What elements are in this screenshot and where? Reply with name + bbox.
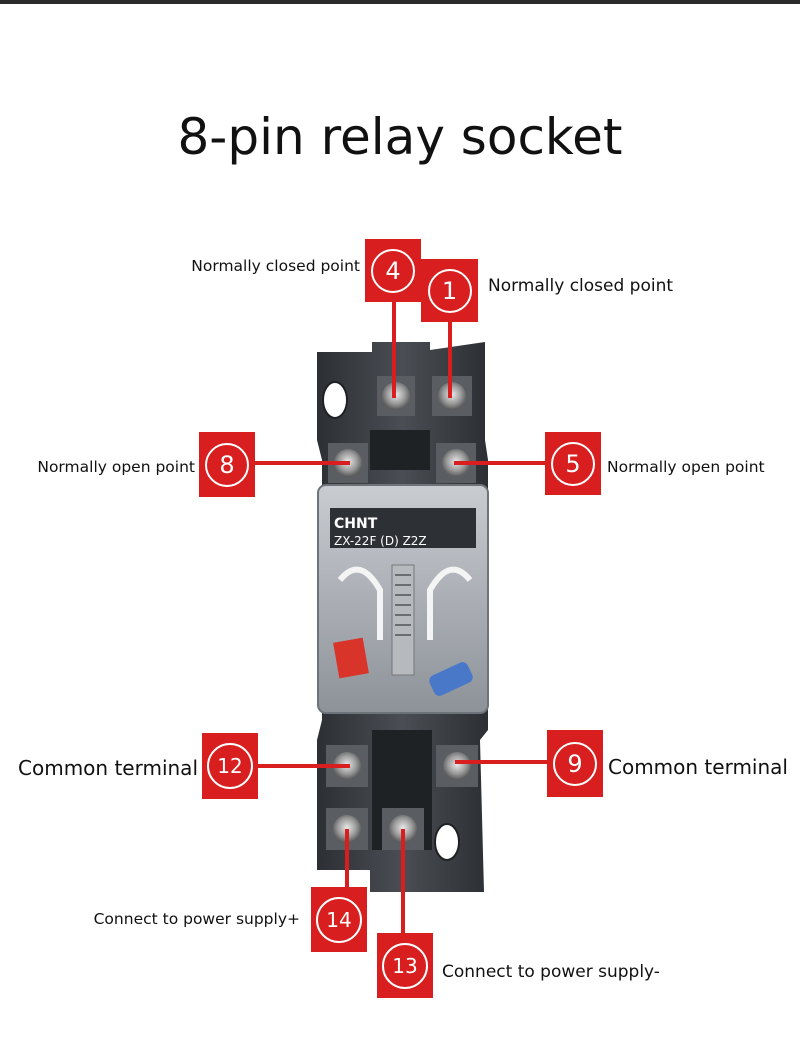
pin-number-13: 13 [382, 942, 428, 989]
pin-number-1: 1 [427, 268, 472, 313]
connector-line-9 [455, 760, 547, 764]
top-border [0, 0, 800, 4]
connector-line-12 [258, 764, 350, 768]
relay-model-text: ZX-22F (D) Z2Z [334, 534, 427, 548]
pin-badge-14: 14 [311, 887, 367, 952]
pin-label-1: Normally closed point [488, 276, 674, 296]
pin-badge-9: 9 [547, 730, 603, 797]
pin-label-5: Normally open point [607, 458, 765, 476]
connector-line-5 [454, 461, 546, 465]
pin-number-5: 5 [551, 441, 595, 486]
connector-line-13 [401, 829, 405, 933]
relay-brand-text: CHNT [334, 516, 378, 532]
pin-number-12: 12 [207, 743, 253, 789]
connector-line-14 [345, 829, 349, 889]
pin-number-9: 9 [553, 741, 597, 786]
diagram-title: 8-pin relay socket [177, 108, 623, 166]
relay-module: CHNT ZX-22F (D) Z2Z [317, 484, 489, 714]
pin-label-13: Connect to power supply- [442, 962, 660, 982]
pin-badge-1: 1 [421, 259, 478, 322]
pin-badge-12: 12 [202, 733, 258, 799]
pin-badge-13: 13 [377, 933, 433, 998]
pin-label-8: Normally open point [37, 458, 195, 476]
pin-number-4: 4 [371, 248, 415, 293]
pin-badge-5: 5 [545, 432, 601, 495]
pin-badge-8: 8 [199, 432, 255, 497]
mount-hole-top [322, 381, 348, 419]
pin-label-12: Common terminal [18, 756, 198, 780]
connector-line-8 [255, 461, 350, 465]
connector-line-4 [392, 302, 396, 398]
pin-number-14: 14 [316, 896, 362, 943]
mount-hole-bottom [434, 823, 460, 861]
pin-label-9: Common terminal [608, 755, 788, 779]
pin-badge-4: 4 [365, 239, 421, 302]
pin-label-14: Connect to power supply+ [93, 910, 300, 928]
connector-line-1 [448, 322, 452, 398]
pin-number-8: 8 [205, 442, 249, 487]
pin-label-4: Normally closed point [191, 257, 360, 275]
